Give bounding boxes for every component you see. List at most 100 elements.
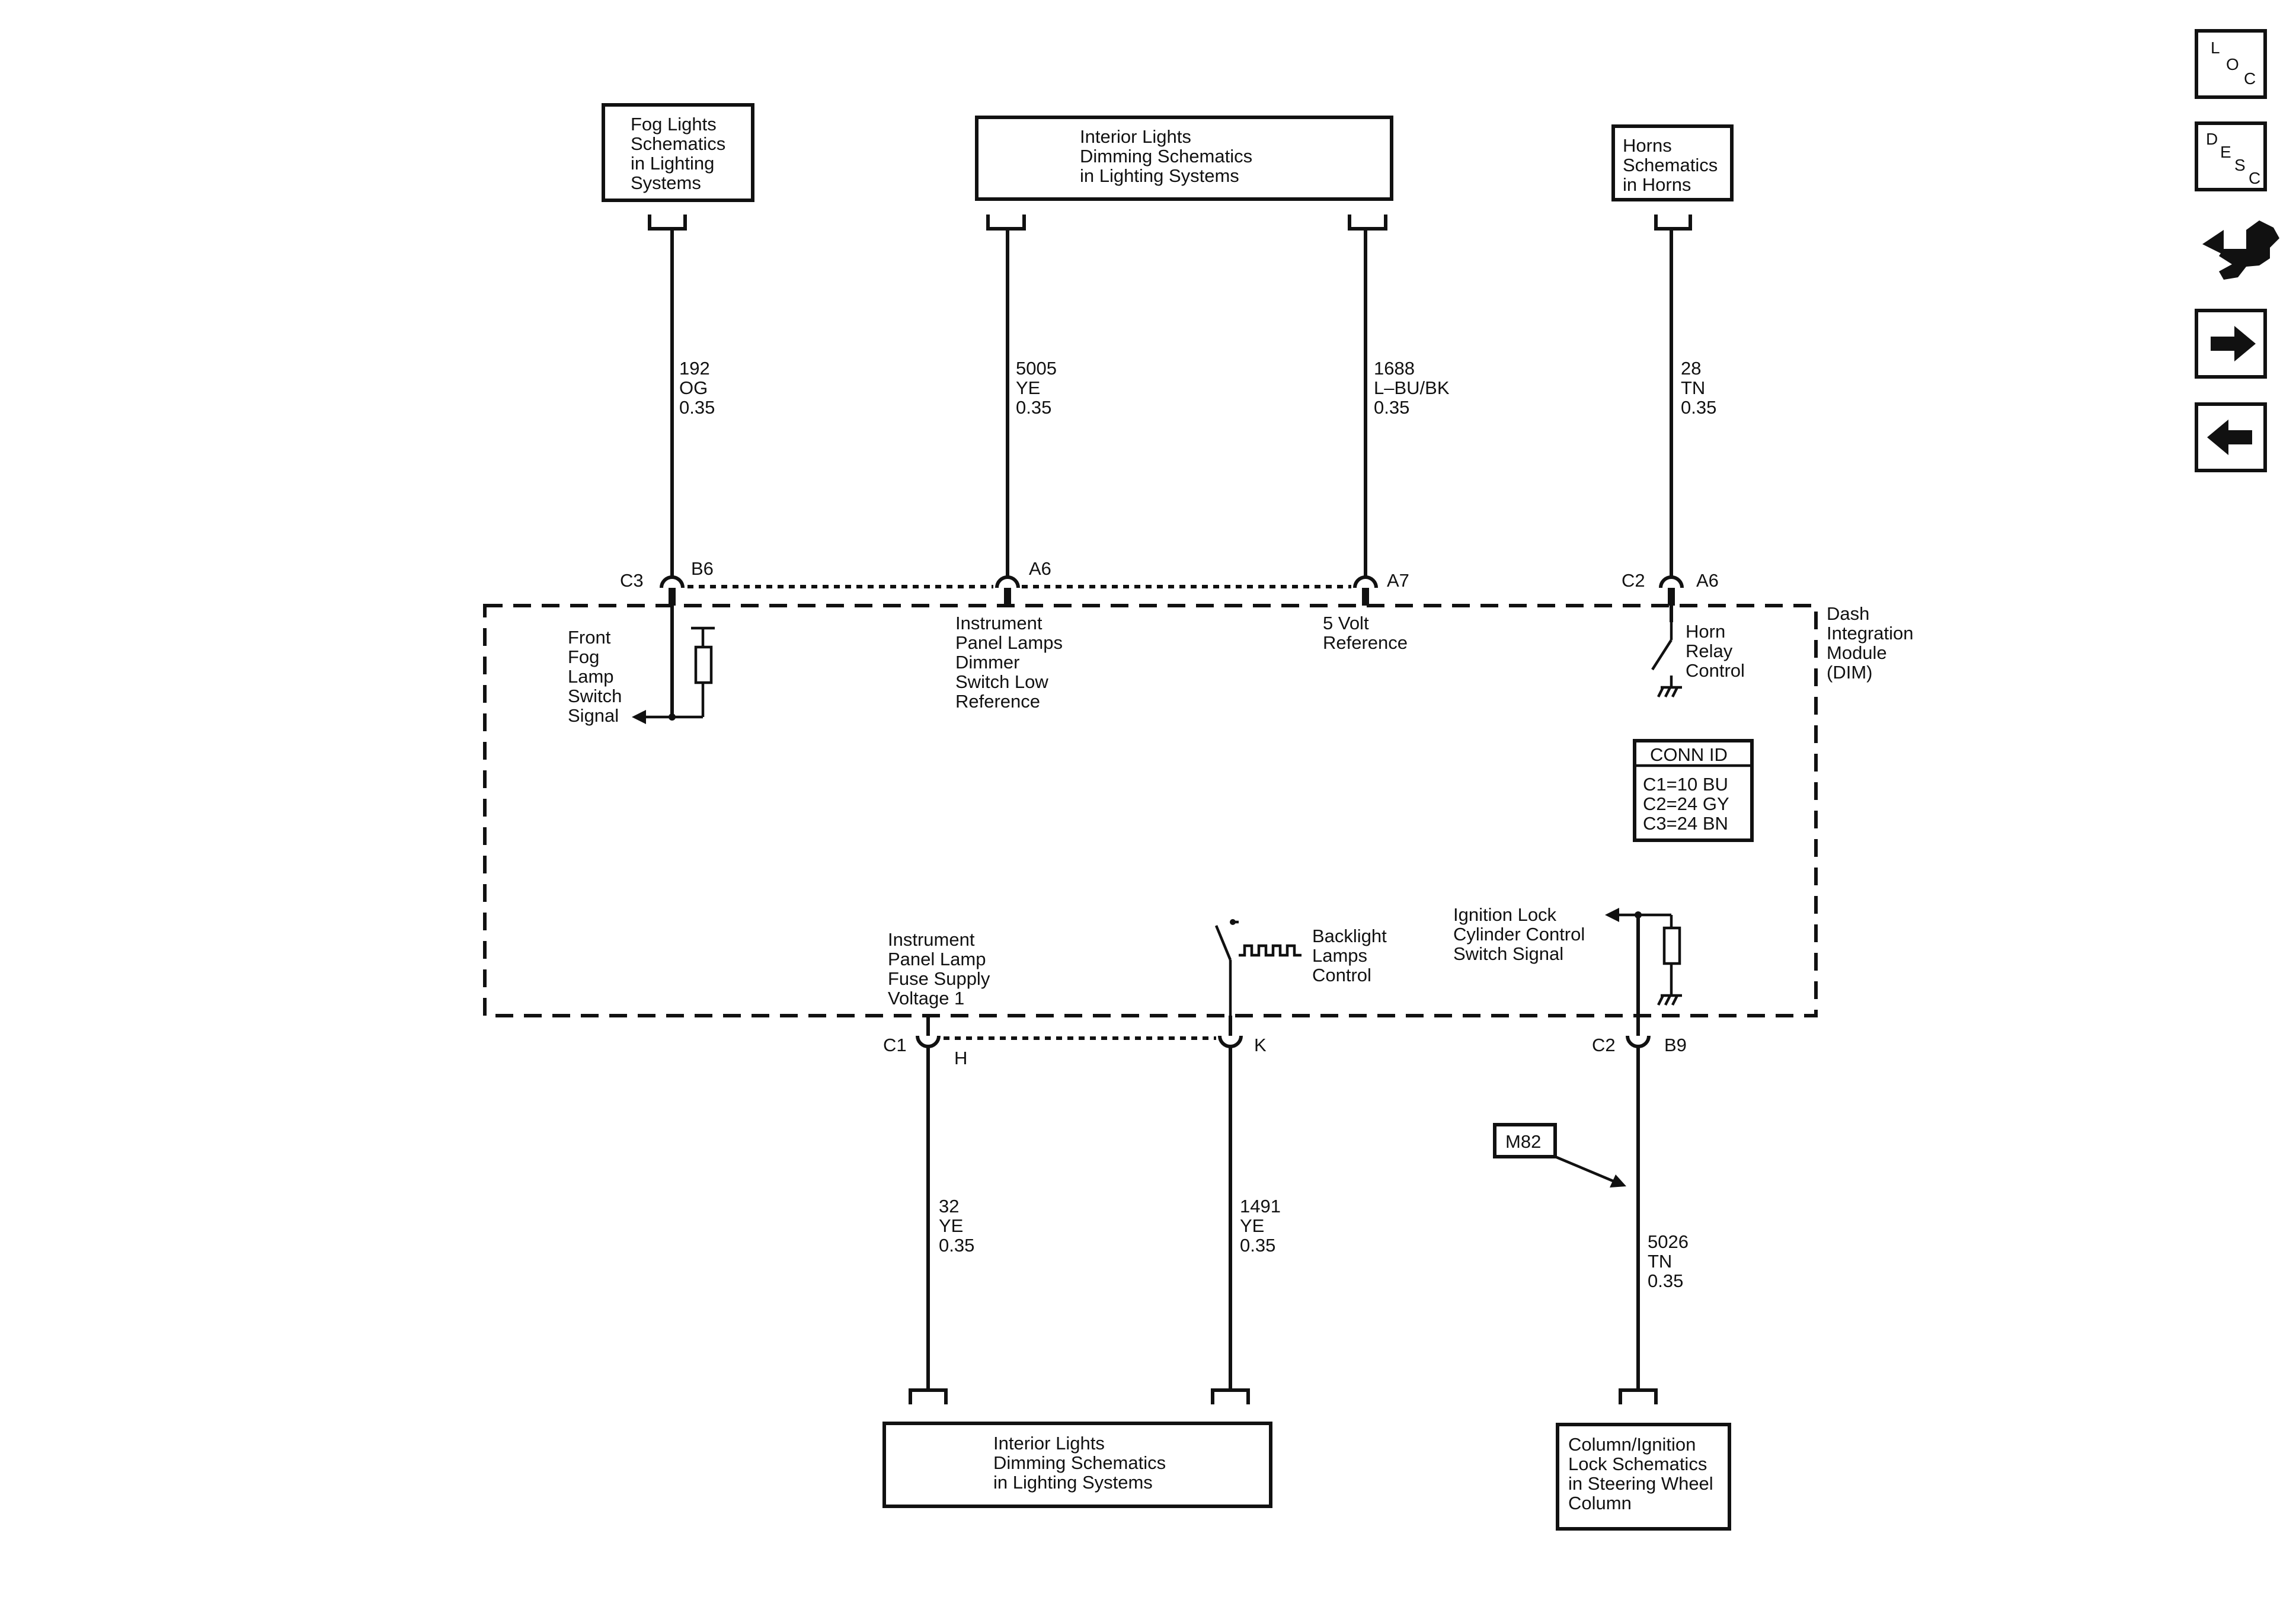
svg-text:Instrument: Instrument — [888, 929, 975, 950]
conn-id-c3: C3=24 BN — [1643, 813, 1728, 834]
desc-letter-s: S — [2234, 156, 2246, 174]
svg-text:0.35: 0.35 — [1681, 397, 1716, 418]
svg-text:TN: TN — [1681, 377, 1705, 398]
svg-text:Signal: Signal — [568, 705, 619, 726]
svg-text:Reference: Reference — [955, 691, 1040, 712]
ignition-lock-circuit — [1605, 908, 1682, 1016]
arrow-right-icon — [2211, 326, 2256, 361]
svg-text:0.35: 0.35 — [1648, 1270, 1683, 1291]
svg-text:YE: YE — [1240, 1215, 1264, 1236]
loc-letter-l: L — [2211, 39, 2220, 57]
interior-bottom-line3: in Lighting Systems — [993, 1472, 1153, 1493]
svg-text:Control: Control — [1312, 965, 1371, 985]
svg-text:Instrument: Instrument — [955, 613, 1043, 633]
svg-text:Voltage 1: Voltage 1 — [888, 988, 964, 1009]
svg-text:Cylinder Control: Cylinder Control — [1453, 924, 1585, 945]
svg-text:Dash: Dash — [1827, 603, 1869, 624]
horns-ref-line3: in Horns — [1623, 174, 1691, 195]
svg-text:OG: OG — [679, 377, 708, 398]
connector-end-view-icon[interactable] — [2202, 220, 2279, 280]
svg-text:5026: 5026 — [1648, 1231, 1689, 1252]
ignition-lock-switch-signal-label: Ignition Lock Cylinder Control Switch Si… — [1453, 904, 1585, 964]
fog-lights-ref-box[interactable]: Fog Lights Schematics in Lighting System… — [602, 103, 754, 202]
bottom-wires — [926, 1045, 1640, 1390]
previous-page-button[interactable] — [2195, 402, 2267, 472]
pin-k-label: K — [1254, 1035, 1267, 1055]
next-page-button[interactable] — [2195, 309, 2267, 379]
desc-letter-d: D — [2206, 130, 2218, 148]
svg-text:0.35: 0.35 — [1374, 397, 1409, 418]
conn-id-c2: C2=24 GY — [1643, 793, 1729, 814]
top-terminals — [660, 575, 1684, 606]
svg-text:28: 28 — [1681, 358, 1701, 379]
svg-text:Switch: Switch — [568, 686, 622, 706]
svg-text:1491: 1491 — [1240, 1196, 1281, 1217]
fog-lights-ref-line4: Systems — [631, 172, 701, 193]
conn-id-c1: C1=10 BU — [1643, 774, 1728, 795]
svg-text:0.35: 0.35 — [939, 1235, 974, 1256]
fog-switch-circuit — [632, 606, 715, 724]
column-lock-line1: Column/Ignition — [1568, 1434, 1696, 1455]
arrow-left-icon — [2207, 420, 2252, 455]
location-button[interactable]: L O C — [2195, 29, 2267, 99]
splice-m82-label: M82 — [1505, 1131, 1541, 1152]
svg-text:Panel Lamps: Panel Lamps — [955, 632, 1063, 653]
dim-module-name: Dash Integration Module (DIM) — [1827, 603, 1914, 683]
horns-ref-line2: Schematics — [1623, 155, 1718, 175]
bottom-connector-feet — [909, 1388, 1658, 1404]
wire-5026-label: 5026 TN 0.35 — [1648, 1231, 1689, 1291]
fog-lights-ref-line1: Fog Lights — [631, 114, 717, 135]
svg-text:Backlight: Backlight — [1312, 926, 1387, 946]
svg-text:Fog: Fog — [568, 646, 599, 667]
wire-5005-label: 5005 YE 0.35 — [1016, 358, 1057, 418]
interior-top-line1: Interior Lights — [1080, 126, 1191, 147]
fog-switch-signal-label: Front Fog Lamp Switch Signal — [568, 627, 622, 726]
connector-c3-label: C3 — [620, 570, 644, 591]
svg-text:TN: TN — [1648, 1251, 1672, 1272]
column-ignition-lock-ref-box[interactable]: Column/Ignition Lock Schematics in Steer… — [1556, 1423, 1731, 1531]
svg-text:Switch Signal: Switch Signal — [1453, 943, 1563, 964]
interior-bottom-line2: Dimming Schematics — [993, 1452, 1166, 1473]
interior-lights-bottom-ref-box[interactable]: Interior Lights Dimming Schematics in Li… — [882, 1422, 1272, 1508]
wire-1688-label: 1688 L–BU/BK 0.35 — [1374, 358, 1450, 418]
svg-text:Fuse Supply: Fuse Supply — [888, 968, 990, 989]
backlight-lamps-control-label: Backlight Lamps Control — [1312, 926, 1387, 985]
pin-a6-label: A6 — [1029, 558, 1051, 579]
interior-top-line2: Dimming Schematics — [1080, 146, 1252, 167]
column-lock-line3: in Steering Wheel — [1568, 1473, 1713, 1494]
svg-text:32: 32 — [939, 1196, 959, 1217]
horn-relay-switch — [1651, 606, 1682, 698]
connector-c2-bottom-label: C2 — [1592, 1035, 1616, 1055]
pin-h-label: H — [954, 1048, 967, 1068]
pin-a6-right-label: A6 — [1696, 570, 1719, 591]
horns-ref-box[interactable]: Horns Schematics in Horns — [1611, 124, 1734, 201]
wire-1491-label: 1491 YE 0.35 — [1240, 1196, 1281, 1256]
splice-m82-marker[interactable]: M82 — [1493, 1123, 1626, 1188]
ip-dimmer-label: Instrument Panel Lamps Dimmer Switch Low… — [955, 613, 1063, 712]
svg-text:Control: Control — [1686, 660, 1745, 681]
svg-text:YE: YE — [939, 1215, 963, 1236]
bottom-terminals — [916, 1016, 1651, 1048]
fog-lights-ref-line2: Schematics — [631, 133, 725, 154]
wire-192-label: 192 OG 0.35 — [679, 358, 715, 418]
desc-letter-e: E — [2220, 143, 2231, 161]
backlight-switch — [1214, 919, 1302, 1016]
five-volt-reference-label: 5 Volt Reference — [1323, 613, 1408, 653]
connector-c2-top-label: C2 — [1622, 570, 1645, 591]
svg-text:Switch Low: Switch Low — [955, 671, 1048, 692]
svg-text:Lamp: Lamp — [568, 666, 614, 687]
fog-lights-ref-line3: in Lighting — [631, 153, 714, 174]
description-button[interactable]: D E S C — [2195, 121, 2267, 191]
svg-text:Relay: Relay — [1686, 641, 1733, 661]
svg-text:Horn: Horn — [1686, 621, 1725, 642]
conn-id-table: CONN ID C1=10 BU C2=24 GY C3=24 BN — [1633, 739, 1754, 842]
interior-lights-top-ref-box[interactable]: Interior Lights Dimming Schematics in Li… — [975, 116, 1393, 201]
interior-bottom-line1: Interior Lights — [993, 1433, 1105, 1454]
svg-text:YE: YE — [1016, 377, 1040, 398]
svg-text:192: 192 — [679, 358, 710, 379]
loc-letter-o: O — [2226, 55, 2239, 73]
svg-text:Integration: Integration — [1827, 623, 1914, 644]
column-lock-line2: Lock Schematics — [1568, 1454, 1707, 1474]
svg-text:Lamps: Lamps — [1312, 945, 1367, 966]
